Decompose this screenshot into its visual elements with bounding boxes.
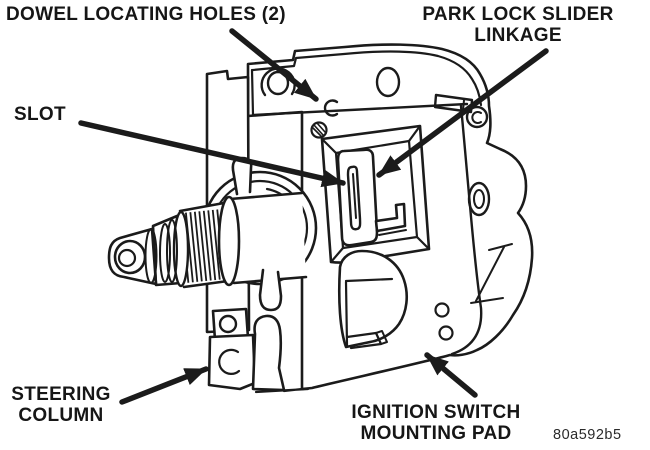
label-steering-line2: COLUMN (18, 405, 104, 426)
arrow-park-lock (376, 48, 549, 178)
arrow-ignition-pad (424, 352, 478, 398)
side-casting (465, 105, 491, 217)
mounting-pad-foot (207, 333, 257, 391)
label-park-line1: PARK LOCK SLIDER (422, 4, 614, 25)
label-steering-column: STEERING COLUMN (2, 384, 120, 426)
label-dowel-locating-holes: DOWEL LOCATING HOLES (2) (6, 4, 286, 25)
label-ignition-line1: IGNITION SWITCH (351, 402, 521, 423)
flange-boss (266, 70, 290, 96)
callout-arrows (78, 28, 549, 405)
label-park-line2: LINKAGE (474, 25, 562, 46)
linkage-arm (374, 202, 407, 233)
steering-shaft (107, 191, 308, 289)
figure-code: 80a592b5 (553, 427, 622, 443)
flange-tab (433, 93, 474, 114)
label-park-lock-slider-linkage: PARK LOCK SLIDER LINKAGE (412, 4, 624, 46)
switch-actuator-opening (337, 249, 454, 350)
arrow-steering (119, 366, 209, 405)
slot-opening (346, 165, 362, 231)
label-slot: SLOT (14, 104, 66, 125)
label-ignition-switch-mounting-pad: IGNITION SWITCH MOUNTING PAD (338, 402, 534, 444)
boss-hook (258, 268, 283, 312)
arrow-dowel-holes (229, 28, 319, 102)
flange-oval (375, 66, 401, 98)
label-steering-line1: STEERING (11, 384, 111, 405)
dowel-hole (310, 99, 339, 139)
label-ignition-line2: MOUNTING PAD (360, 423, 512, 444)
arrow-slot (78, 120, 346, 188)
